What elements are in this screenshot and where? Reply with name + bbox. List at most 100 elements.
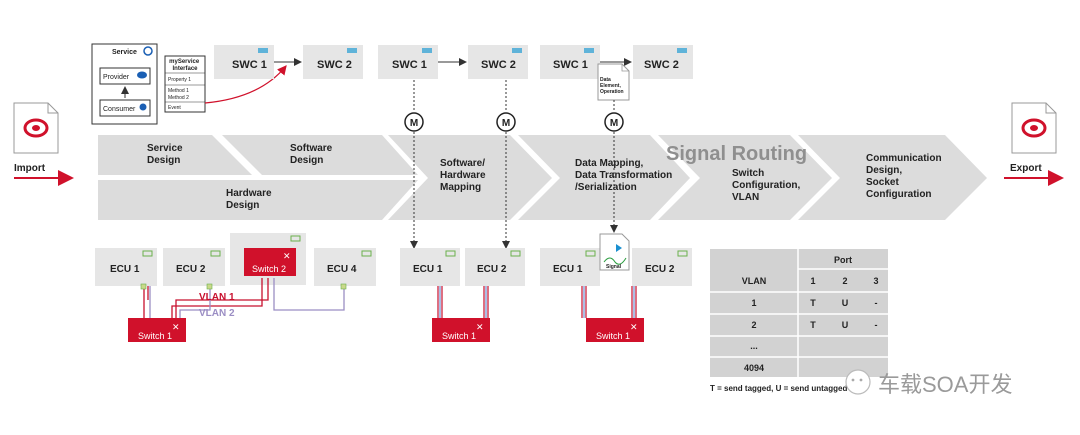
- import-area: Import: [13, 102, 74, 186]
- vlan-table-row-1-p1: T: [810, 298, 816, 308]
- swc2-label-a: SWC 2: [317, 59, 352, 71]
- vlan2-wire: [149, 278, 345, 318]
- export-label: Export: [1010, 163, 1042, 174]
- switch1-label-c: Switch 1: [596, 331, 630, 341]
- watermark: 车载SOA开发: [845, 369, 1012, 397]
- watermark-text: 车载SOA开发: [878, 372, 1012, 397]
- switch1-label-a: Switch 1: [138, 331, 172, 341]
- phase-signal-routing: Signal Routing: [666, 143, 807, 165]
- band-segment-data-mapping: [518, 135, 690, 220]
- consumer-label: Consumer: [103, 106, 136, 113]
- ecu2-box-b: [465, 248, 525, 286]
- swc1-label-c: SWC 1: [553, 59, 588, 71]
- service-card: Service Provider Consumer: [91, 43, 158, 125]
- service-card-title: Service: [112, 49, 137, 56]
- vlan1-label: VLAN 1: [199, 292, 235, 303]
- ecu1-label-b: ECU 1: [413, 264, 443, 275]
- phase-comm-design: Communication Design, Socket Configurati…: [866, 153, 944, 200]
- switch2-box: [244, 248, 296, 276]
- swc1-label-a: SWC 1: [232, 59, 267, 71]
- band-segment-switch-config: [658, 135, 832, 220]
- vlan2-label: VLAN 2: [199, 308, 235, 319]
- vlan-table: Port VLAN 1 2 3 1 T U - 2 T U - ... 4094…: [710, 249, 888, 393]
- ecu2-label-b: ECU 2: [477, 264, 507, 275]
- provider-label: Provider: [103, 74, 130, 81]
- switch1-x-icon-c: ✕: [630, 322, 638, 332]
- vlan-table-row-2-p3: -: [875, 320, 878, 330]
- swc2-label-b: SWC 2: [481, 59, 516, 71]
- band-segment-service-design: [98, 135, 252, 175]
- switch1-x-icon-b: ✕: [476, 322, 484, 332]
- switch1-box-b: [432, 318, 490, 342]
- interface-card-title: myService Interface: [169, 59, 201, 72]
- interface-method-2: Method 2: [168, 95, 189, 101]
- mapping-wires-blue: [439, 286, 487, 318]
- data-mapping-topology: ECU 1 Signal ECU 2 ✕ Switch 1: [540, 233, 692, 342]
- vlan-table-row-3-vlan: ...: [750, 341, 758, 351]
- vlan-table-row-2-p2: U: [842, 320, 849, 330]
- mapping-badge-3: M: [604, 112, 624, 132]
- provider-cloud-icon: [137, 71, 147, 79]
- interface-to-swc-arrow: [204, 65, 287, 104]
- signal-document-icon: Signal: [599, 233, 630, 271]
- switch2-x-icon: ✕: [283, 251, 291, 261]
- svg-text:Signal: Signal: [606, 264, 622, 270]
- swc-group-3: SWC 1 SWC 2 Data Element, Operation: [540, 45, 693, 101]
- phase-hardware-design: Hardware Design: [226, 188, 274, 211]
- provider-box: [99, 67, 151, 85]
- mapping-badge-2: M: [496, 112, 516, 132]
- phase-switch-config: Switch Configuration, VLAN: [732, 168, 803, 203]
- vlan-table-row-2-vlan: 2: [751, 320, 756, 330]
- ecu1-label-a: ECU 1: [110, 264, 140, 275]
- mapping-wires: [437, 286, 489, 318]
- interface-method-1: Method 1: [168, 88, 189, 94]
- mapping-links: [410, 80, 618, 249]
- vlan-table-port-2: 2: [842, 276, 847, 286]
- ecu1-label-c: ECU 1: [553, 264, 583, 275]
- vlan-table-row-4-vlan: 4094: [744, 363, 764, 373]
- vlan-table-row-1-p3: -: [875, 298, 878, 308]
- ecu2-box-c: [632, 248, 692, 286]
- interface-event: Event: [168, 105, 181, 111]
- swc1-label-b: SWC 1: [392, 59, 427, 71]
- hardware-topology: ECU 1 ECU 2 ✕ Switch 2 ECU 4 ✕ Switch 1 …: [95, 233, 376, 342]
- vlan-table-legend: T = send tagged, U = send untagged: [710, 384, 847, 393]
- service-gear-icon: [143, 46, 153, 56]
- phase-software-design: Software Design: [290, 143, 335, 166]
- process-band: [98, 135, 987, 220]
- interface-card: myService Interface Property 1 Method 1 …: [164, 55, 206, 113]
- switch1-label-b: Switch 1: [442, 331, 476, 341]
- vlan-table-row-1-vlan: 1: [751, 298, 756, 308]
- swc2-label-c: SWC 2: [644, 59, 679, 71]
- switch1-box-c: [586, 318, 644, 342]
- vlan-table-port-header: Port: [834, 255, 852, 265]
- vlan-table-vlan-header: VLAN: [742, 276, 767, 286]
- vlan-table-row-1-p2: U: [842, 298, 849, 308]
- svg-text:M: M: [610, 118, 618, 129]
- switch1-box-a: [128, 318, 186, 342]
- vlan-table-row-2-p1: T: [810, 320, 816, 330]
- import-label: Import: [14, 163, 46, 174]
- phase-sw-hw-mapping: Software/ Hardware Mapping: [440, 158, 488, 193]
- vlan-table-port-1: 1: [810, 276, 815, 286]
- switch2-label: Switch 2: [252, 264, 286, 274]
- export-area: Export: [1004, 102, 1064, 186]
- band-segment-software-design: [222, 135, 418, 175]
- mapping-badge-1: M: [404, 112, 424, 132]
- interface-property: Property 1: [168, 77, 191, 83]
- vlan-table-port-3: 3: [873, 276, 878, 286]
- phase-data-mapping: Data Mapping, Data Transformation /Seria…: [575, 158, 675, 193]
- ecu1-box-b: [400, 248, 460, 286]
- swc-group-2: SWC 1 SWC 2: [378, 45, 528, 79]
- import-document-icon: [13, 102, 59, 154]
- phase-service-design: Service Design: [147, 143, 185, 166]
- svg-text:M: M: [502, 118, 510, 129]
- data-mapping-wires: [581, 286, 637, 318]
- ecu1-box-a: [95, 248, 157, 286]
- swc-group-1: SWC 1 SWC 2: [214, 45, 363, 79]
- consumer-box: [99, 99, 151, 117]
- ecu4-label: ECU 4: [327, 264, 357, 275]
- vlan1-wire: [143, 278, 269, 318]
